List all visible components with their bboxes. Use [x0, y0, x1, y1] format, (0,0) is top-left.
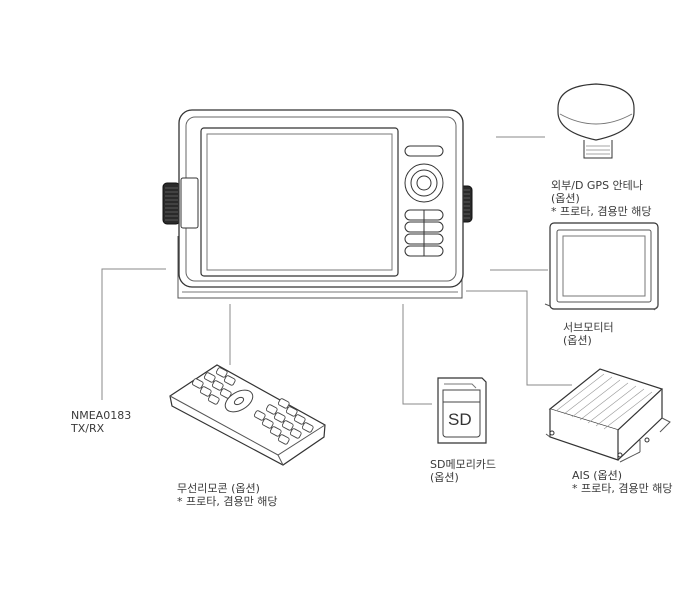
sub-monitor-label: 서브모티터 (옵션)	[563, 321, 614, 347]
sd-card-label: SD메모리카드 (옵션)	[430, 458, 496, 484]
chartplotter-unit	[162, 109, 473, 299]
sd-card-text: SD	[448, 410, 472, 429]
gps-antenna-icon	[557, 83, 635, 159]
wireless-remote-note: * 프로타, 겸용만 해당	[177, 495, 278, 508]
wireless-remote-icon	[169, 364, 326, 466]
gps-antenna-option: (옵션)	[551, 192, 580, 205]
ais-note: * 프로타, 겸용만 해당	[572, 482, 673, 495]
gps-antenna-note: * 프로타, 겸용만 해당	[551, 205, 652, 218]
nmea-line2: TX/RX	[71, 422, 105, 435]
ais-title: AIS (옵션)	[572, 469, 623, 482]
sd-card-option: (옵션)	[430, 471, 459, 484]
gps-antenna-title: 외부/D GPS 안테나	[551, 179, 643, 192]
gps-antenna-label: 외부/D GPS 안테나 (옵션) * 프로타, 겸용만 해당	[551, 179, 651, 218]
sub-monitor-option: (옵션)	[563, 334, 592, 347]
ais-unit-icon	[545, 368, 671, 463]
wireless-remote-title: 무선리모콘 (옵션)	[177, 482, 260, 495]
sd-card-icon	[437, 377, 487, 444]
sub-monitor-title: 서브모티터	[563, 321, 614, 334]
wireless-remote-label: 무선리모콘 (옵션) * 프로타, 겸용만 해당	[177, 482, 277, 508]
connection-lines	[101, 136, 572, 405]
sd-card-title: SD메모리카드	[430, 458, 497, 471]
sub-monitor-icon	[544, 222, 659, 311]
nmea-line1: NMEA0183	[71, 409, 132, 422]
nmea-label: NMEA0183 TX/RX	[71, 409, 131, 435]
ais-label: AIS (옵션) * 프로타, 겸용만 해당	[572, 469, 672, 495]
